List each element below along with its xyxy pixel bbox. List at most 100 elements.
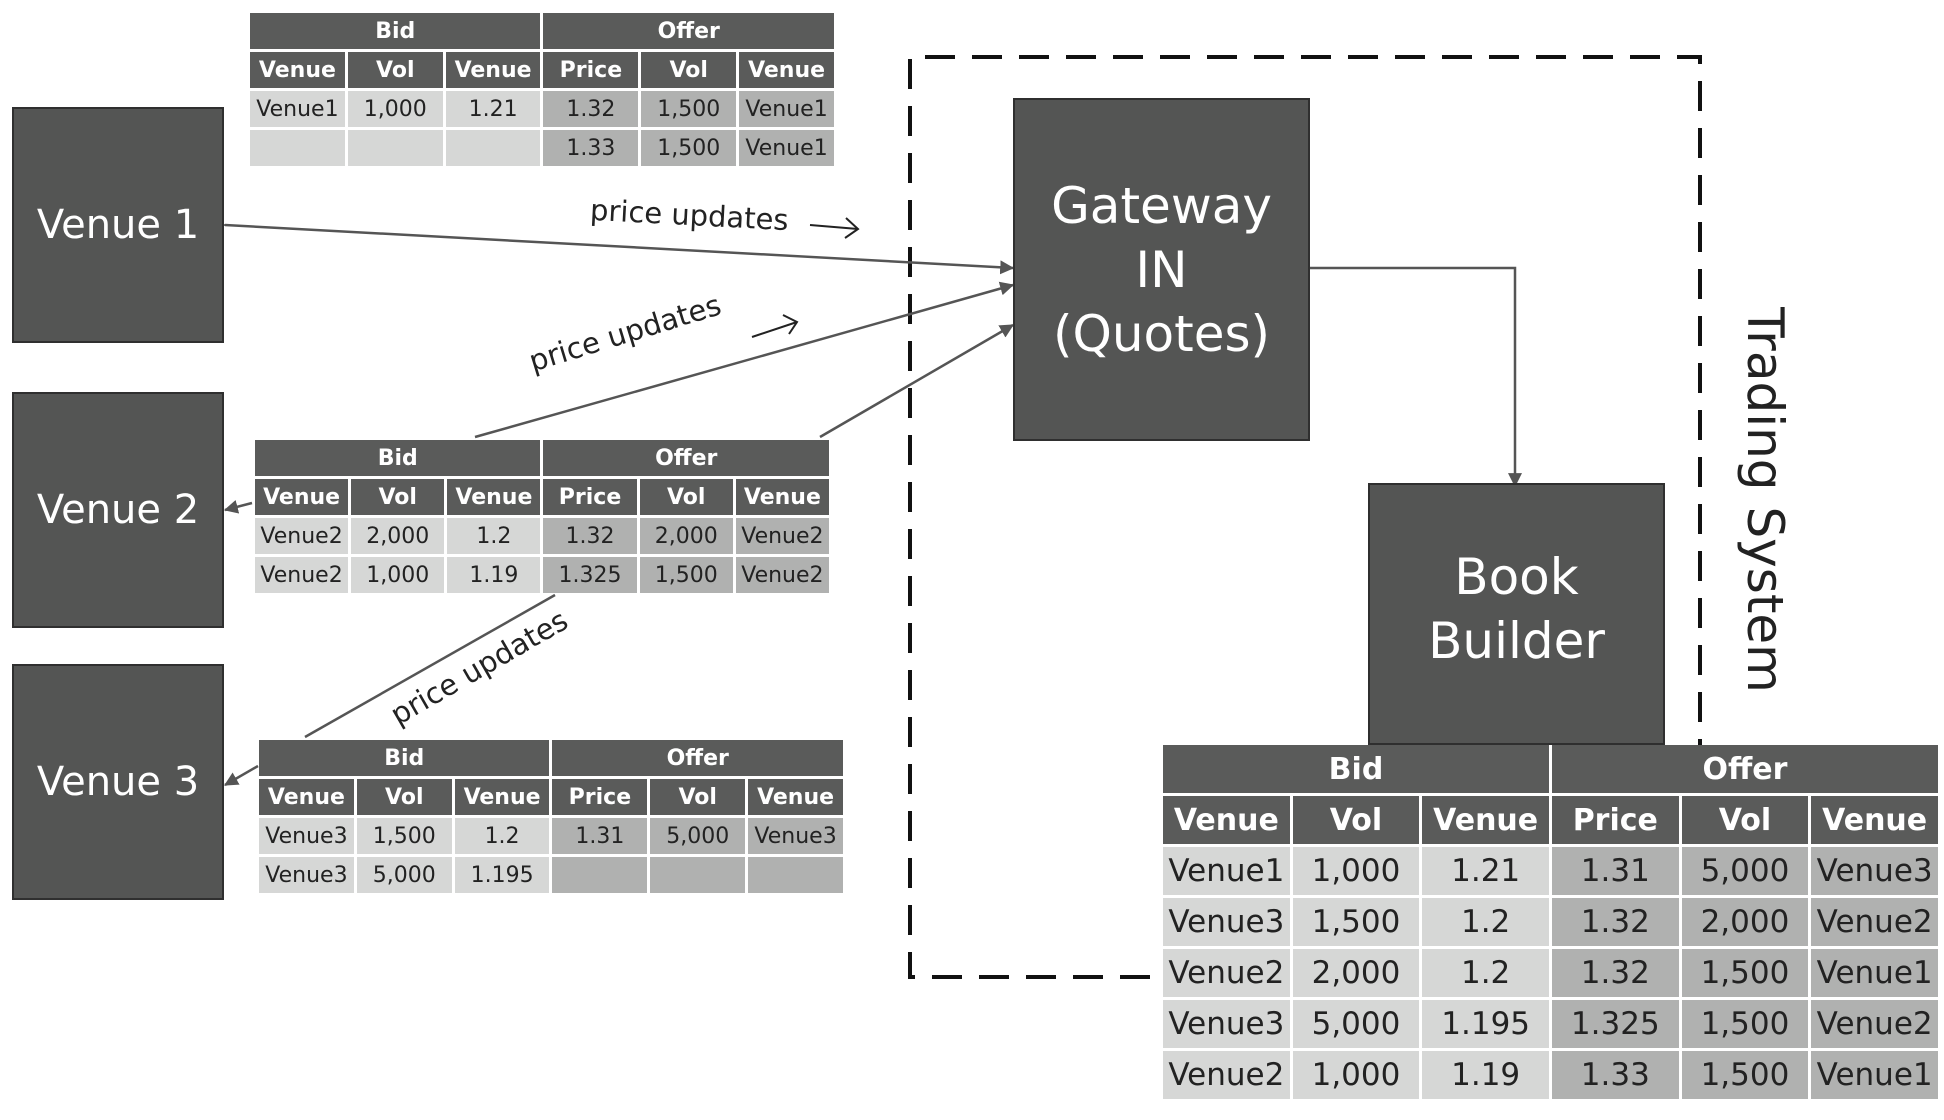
column-header: Venue xyxy=(739,52,834,88)
table-row: 1.33 1,500 Venue1 xyxy=(250,130,834,166)
bid-venue-cell: Venue3 xyxy=(1163,898,1290,946)
table-row: Venue2 1,000 1.19 1.33 1,500 Venue1 xyxy=(1163,1051,1938,1099)
column-header: Venue xyxy=(250,52,345,88)
offer-price-cell: 1.32 xyxy=(1551,949,1679,997)
table-row: Venue3 5,000 1.195 1.325 1,500 Venue2 xyxy=(1163,1000,1938,1048)
bid-price-cell: 1.2 xyxy=(447,518,541,554)
column-header: Venue xyxy=(748,779,843,815)
column-header: Vol xyxy=(639,479,733,515)
offer-venue-cell: Venue2 xyxy=(735,518,829,554)
offer-venue-cell xyxy=(748,857,843,893)
column-header: Price xyxy=(1551,796,1679,844)
trading-system-label: Trading System xyxy=(1736,307,1794,693)
table-row: Venue2 2,000 1.2 1.32 1,500 Venue1 xyxy=(1163,949,1938,997)
table-row: Venue2 2,000 1.2 1.32 2,000 Venue2 xyxy=(255,518,829,554)
bid-header: Bid xyxy=(1163,745,1549,793)
venue1-order-book: Bid Offer Venue Vol Venue Price Vol Venu… xyxy=(247,10,837,169)
book-builder-box: Book Builder xyxy=(1368,483,1665,745)
bid-price-cell: 1.19 xyxy=(447,557,541,593)
offer-price-cell: 1.31 xyxy=(1551,847,1679,895)
offer-price-cell: 1.33 xyxy=(543,130,639,166)
column-header: Vol xyxy=(641,52,737,88)
column-header: Vol xyxy=(1292,796,1420,844)
bid-vol-cell: 1,500 xyxy=(1292,898,1420,946)
venue1-gateway-arrow xyxy=(211,217,1015,275)
venue3-order-book: Bid Offer Venue Vol Venue Price Vol Venu… xyxy=(256,737,846,896)
offer-price-cell: 1.32 xyxy=(543,518,637,554)
bid-venue-cell: Venue3 xyxy=(259,857,354,893)
column-header: Venue xyxy=(735,479,829,515)
bid-header: Bid xyxy=(259,740,550,776)
venue3-table-line xyxy=(304,593,556,739)
bid-vol-cell: 1,000 xyxy=(351,557,445,593)
bid-vol-cell: 5,000 xyxy=(356,857,452,893)
offer-header: Offer xyxy=(552,740,843,776)
offer-venue-cell: Venue1 xyxy=(1811,949,1938,997)
direction-arrow-2 xyxy=(751,314,799,338)
column-header: Venue xyxy=(1163,796,1290,844)
offer-vol-cell: 1,500 xyxy=(1681,1051,1809,1099)
offer-vol-cell: 1,500 xyxy=(1681,949,1809,997)
bid-venue-cell: Venue1 xyxy=(250,91,345,127)
offer-venue-cell: Venue1 xyxy=(739,91,834,127)
offer-header: Offer xyxy=(1551,745,1938,793)
column-header: Price xyxy=(543,479,637,515)
column-header: Venue xyxy=(447,479,541,515)
bid-price-cell: 1.195 xyxy=(454,857,550,893)
column-header: Vol xyxy=(356,779,452,815)
table-row: Venue1 1,000 1.21 1.32 1,500 Venue1 xyxy=(250,91,834,127)
offer-price-cell: 1.31 xyxy=(552,818,648,854)
venue3-gateway-arrow xyxy=(819,323,1015,439)
table-row: Venue3 1,500 1.2 1.31 5,000 Venue3 xyxy=(259,818,843,854)
offer-price-cell: 1.33 xyxy=(1551,1051,1679,1099)
bid-venue-cell: Venue3 xyxy=(1163,1000,1290,1048)
offer-vol-cell: 5,000 xyxy=(1681,847,1809,895)
column-header: Vol xyxy=(1681,796,1809,844)
gateway-in-box: Gateway IN (Quotes) xyxy=(1013,98,1310,441)
bid-vol-cell: 1,500 xyxy=(356,818,452,854)
venue3-box: Venue 3 xyxy=(12,664,224,900)
offer-header: Offer xyxy=(543,13,834,49)
offer-vol-cell: 2,000 xyxy=(639,518,733,554)
gateway-line-3: (Quotes) xyxy=(1052,304,1271,363)
offer-price-cell: 1.32 xyxy=(543,91,639,127)
bid-venue-cell: Venue2 xyxy=(1163,1051,1290,1099)
bid-price-cell: 1.2 xyxy=(1422,949,1549,997)
venue2-gateway-arrow xyxy=(474,281,1015,439)
venue3-label: Venue 3 xyxy=(36,759,200,805)
bid-price-cell: 1.21 xyxy=(445,91,541,127)
offer-price-cell: 1.325 xyxy=(543,557,637,593)
venue2-label: Venue 2 xyxy=(36,487,200,533)
table-row: Venue2 1,000 1.19 1.325 1,500 Venue2 xyxy=(255,557,829,593)
offer-venue-cell: Venue2 xyxy=(735,557,829,593)
bid-price-cell: 1.195 xyxy=(1422,1000,1549,1048)
gateway-bookbuilder-arrow xyxy=(1310,266,1522,488)
bid-price-cell xyxy=(445,130,541,166)
offer-venue-cell: Venue1 xyxy=(1811,1051,1938,1099)
book-builder-line-1: Book xyxy=(1454,548,1579,606)
direction-arrow-1 xyxy=(809,217,860,239)
table-row: Venue3 5,000 1.195 xyxy=(259,857,843,893)
column-header: Venue xyxy=(259,779,354,815)
bid-price-cell: 1.21 xyxy=(1422,847,1549,895)
offer-price-cell: 1.32 xyxy=(1551,898,1679,946)
column-header: Venue xyxy=(445,52,541,88)
offer-venue-cell: Venue3 xyxy=(748,818,843,854)
column-header: Venue xyxy=(255,479,349,515)
offer-vol-cell: 2,000 xyxy=(1681,898,1809,946)
column-header: Venue xyxy=(454,779,550,815)
column-header: Venue xyxy=(1811,796,1938,844)
bid-venue-cell xyxy=(250,130,345,166)
table-row: Venue3 1,500 1.2 1.32 2,000 Venue2 xyxy=(1163,898,1938,946)
bid-venue-cell: Venue2 xyxy=(255,518,349,554)
bid-price-cell: 1.2 xyxy=(454,818,550,854)
bid-header: Bid xyxy=(250,13,541,49)
column-header: Vol xyxy=(351,479,445,515)
gateway-line-2: IN xyxy=(1135,240,1188,299)
offer-vol-cell: 1,500 xyxy=(1681,1000,1809,1048)
offer-venue-cell: Venue2 xyxy=(1811,898,1938,946)
offer-venue-cell: Venue2 xyxy=(1811,1000,1938,1048)
bid-vol-cell: 2,000 xyxy=(351,518,445,554)
bid-vol-cell: 1,000 xyxy=(1292,847,1420,895)
